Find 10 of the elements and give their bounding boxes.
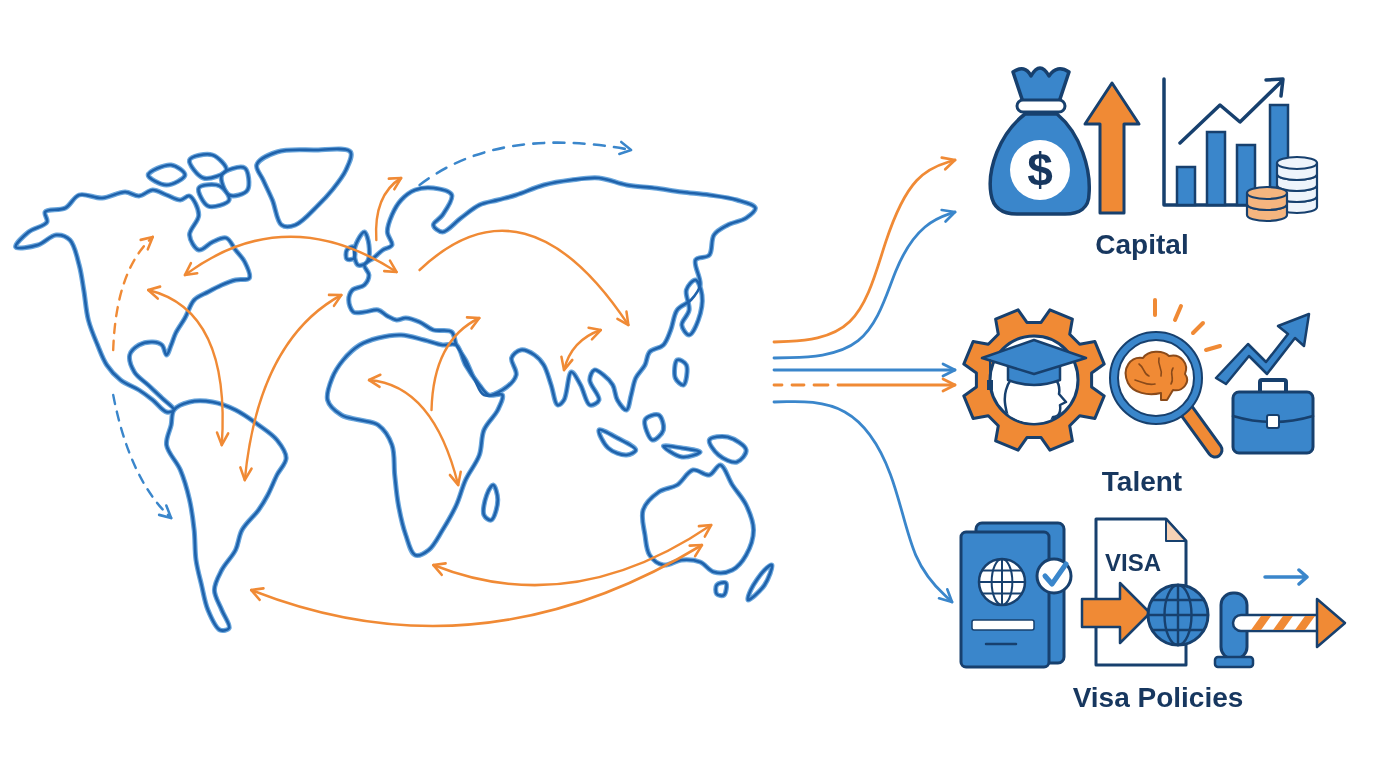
category-label: Capital <box>1095 231 1189 259</box>
dollar-sign: $ <box>1027 147 1053 193</box>
category-label: Talent <box>1101 468 1183 496</box>
category-label: Visa Policies <box>1072 684 1244 712</box>
flow-arrow <box>772 377 957 393</box>
document-title: VISA <box>1105 551 1161 575</box>
flow-arrow <box>772 208 957 360</box>
flow-arrow <box>772 400 954 604</box>
flow-arrow <box>772 156 957 344</box>
flow-arrow <box>772 362 957 378</box>
